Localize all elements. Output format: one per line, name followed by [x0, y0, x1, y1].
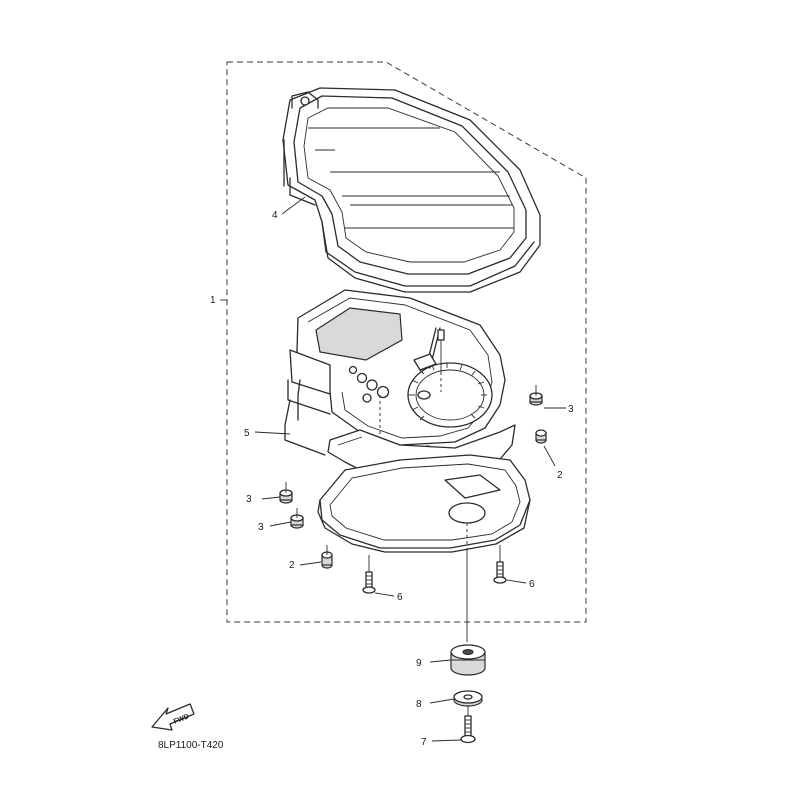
part-meter-cover — [282, 87, 541, 293]
callout-2-left: 2 — [289, 560, 295, 571]
callout-6-right: 6 — [529, 579, 535, 590]
callout-3-right: 3 — [568, 404, 574, 415]
callout-3-left-1: 3 — [246, 494, 252, 505]
part-grommet-upper-right — [529, 385, 543, 406]
part-grommet-left-2 — [290, 508, 304, 529]
assembly-boundary — [226, 61, 587, 623]
part-meter-body — [287, 289, 506, 473]
callout-2-right: 2 — [557, 470, 563, 481]
part-collar — [453, 690, 483, 707]
part-lower-case — [317, 454, 531, 553]
callout-labels: 1 4 5 3 2 3 3 2 6 6 9 8 7 — [210, 210, 574, 748]
callout-7: 7 — [421, 737, 427, 748]
callout-5: 5 — [244, 428, 250, 439]
callout-8: 8 — [416, 699, 422, 710]
fwd-arrow-icon: FWD — [151, 703, 195, 731]
diagram-code: 8LP1100-T420 — [158, 740, 224, 751]
callout-3-left-2: 3 — [258, 522, 264, 533]
callout-9: 9 — [416, 658, 422, 669]
callout-1: 1 — [210, 295, 216, 306]
part-screw-left — [362, 555, 376, 594]
part-grommet-lower-right — [535, 429, 547, 444]
part-grommet-left-1 — [279, 482, 293, 504]
part-bolt — [460, 706, 476, 744]
leader-lines — [220, 196, 566, 742]
callout-4: 4 — [272, 210, 278, 221]
part-damper — [450, 644, 486, 676]
part-grommet-left-3 — [321, 545, 333, 569]
callout-6-left: 6 — [397, 592, 403, 603]
part-screw-right — [493, 545, 507, 584]
